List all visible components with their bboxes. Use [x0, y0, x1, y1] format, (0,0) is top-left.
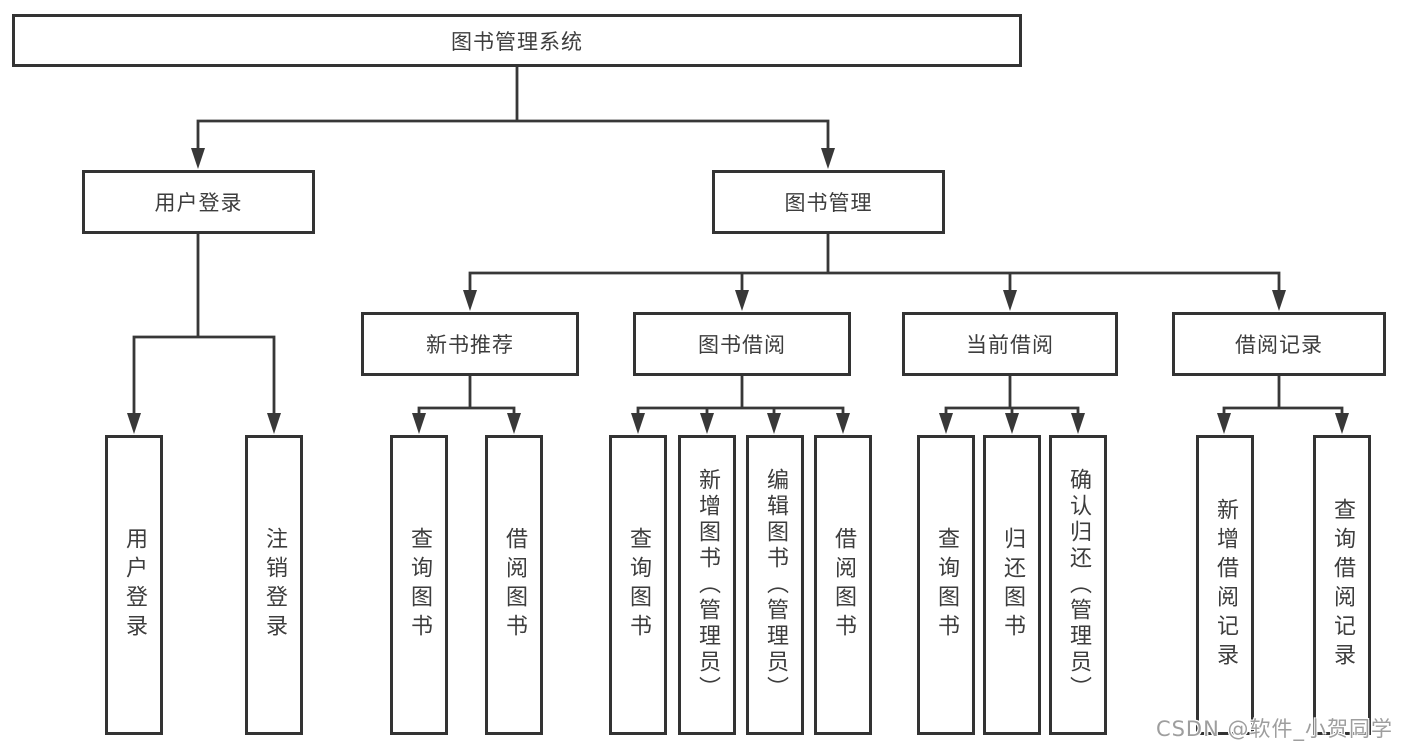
leaf-add-borrow-record-label: 新增借阅记录 — [1213, 498, 1238, 672]
leaf-query-books-1: 查询图书 — [390, 435, 448, 735]
leaf-logout-label: 注销登录 — [262, 527, 287, 643]
leaf-confirm-return-admin: 确认归还（管理员） — [1049, 435, 1107, 735]
leaf-add-borrow-record: 新增借阅记录 — [1196, 435, 1254, 735]
leaf-edit-book-admin-label: 编辑图书（管理员） — [763, 468, 788, 702]
leaf-edit-book-admin: 编辑图书（管理员） — [746, 435, 804, 735]
leaf-query-books-3-label: 查询图书 — [934, 527, 959, 643]
leaf-logout: 注销登录 — [245, 435, 303, 735]
leaf-query-books-1-label: 查询图书 — [407, 527, 432, 643]
connector-elbows — [132, 64, 1344, 417]
leaf-confirm-return-admin-label: 确认归还（管理员） — [1066, 468, 1091, 702]
leaf-query-books-2: 查询图书 — [609, 435, 667, 735]
leaf-borrow-books-1-label: 借阅图书 — [502, 527, 527, 643]
leaf-add-book-admin-label: 新增图书（管理员） — [695, 468, 720, 702]
leaf-query-books-2-label: 查询图书 — [626, 527, 651, 643]
leaf-query-books-3: 查询图书 — [917, 435, 975, 735]
arrowheads — [127, 148, 1349, 434]
leaf-borrow-books-2-label: 借阅图书 — [831, 527, 856, 643]
leaf-borrow-books-1: 借阅图书 — [485, 435, 543, 735]
leaf-user-login-label: 用户登录 — [122, 527, 147, 643]
leaf-add-book-admin: 新增图书（管理员） — [678, 435, 736, 735]
csdn-watermark: CSDN @软件_小贺同学 — [1155, 717, 1393, 741]
leaf-borrow-books-2: 借阅图书 — [814, 435, 872, 735]
leaf-query-borrow-record-label: 查询借阅记录 — [1330, 498, 1355, 672]
node-book-management: 图书管理 — [712, 170, 945, 234]
leaf-return-book: 归还图书 — [983, 435, 1041, 735]
node-current-borrowing: 当前借阅 — [902, 312, 1118, 376]
leaf-return-book-label: 归还图书 — [1000, 527, 1025, 643]
node-root: 图书管理系统 — [12, 14, 1022, 67]
node-book-borrowing: 图书借阅 — [633, 312, 851, 376]
node-user-login: 用户登录 — [82, 170, 315, 234]
leaf-user-login: 用户登录 — [105, 435, 163, 735]
node-borrowing-records: 借阅记录 — [1172, 312, 1386, 376]
leaf-query-borrow-record: 查询借阅记录 — [1313, 435, 1371, 735]
node-new-book-recommend: 新书推荐 — [361, 312, 579, 376]
